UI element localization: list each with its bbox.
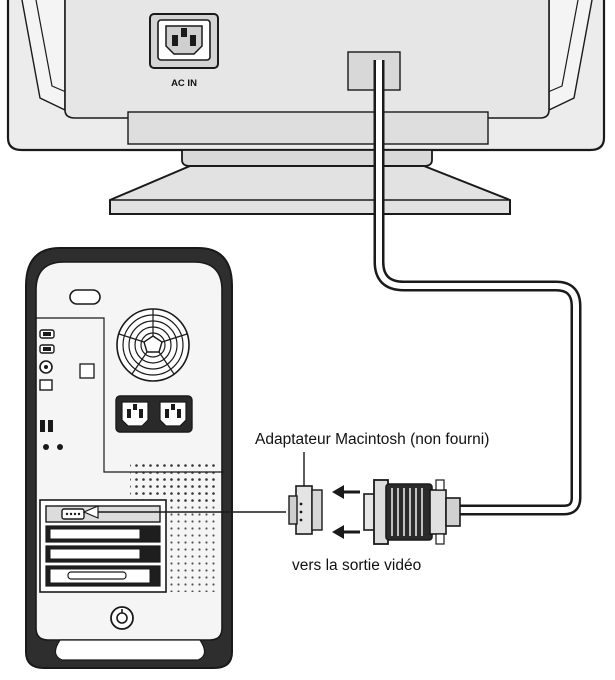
video-output-label: vers la sortie vidéo [292, 557, 421, 574]
monitor-stand-base [109, 165, 511, 215]
ac-in-label: AC IN [171, 78, 197, 89]
tower-handle-slot [69, 289, 101, 305]
video-cable-path-core [376, 60, 579, 513]
adapter-label: Adaptateur Macintosh (non fourni) [255, 431, 489, 448]
modem-port-cover [79, 363, 95, 379]
reset-button [43, 444, 49, 450]
video-cable [373, 60, 582, 516]
monitor-right-panel-inner [547, 0, 579, 93]
fan-grille [116, 308, 190, 382]
monitor-stand-neck [181, 149, 433, 167]
macintosh-adapter [288, 485, 323, 535]
insertion-arrows [332, 485, 360, 539]
usb-ports [40, 420, 53, 432]
video-card-port [61, 508, 85, 520]
interrupt-button [57, 444, 63, 450]
ethernet-port [39, 379, 53, 391]
adapter-pointer-arrowhead [82, 505, 99, 519]
monitor-bottom-lip [127, 111, 489, 145]
firewire-ports [39, 329, 55, 354]
tower-bottom-rim [54, 639, 206, 661]
computer-tower [25, 247, 233, 669]
monitor-rear-face [64, 0, 550, 119]
monitor: AC IN [6, 0, 606, 215]
vga-cable-plug [363, 479, 461, 545]
monitor-left-panel-inner [35, 0, 67, 93]
ac-in-socket [149, 13, 219, 69]
power-sockets [115, 395, 193, 433]
vent-holes-upper [130, 460, 218, 504]
expansion-slots [39, 499, 167, 593]
vent-holes-lower [168, 504, 218, 592]
